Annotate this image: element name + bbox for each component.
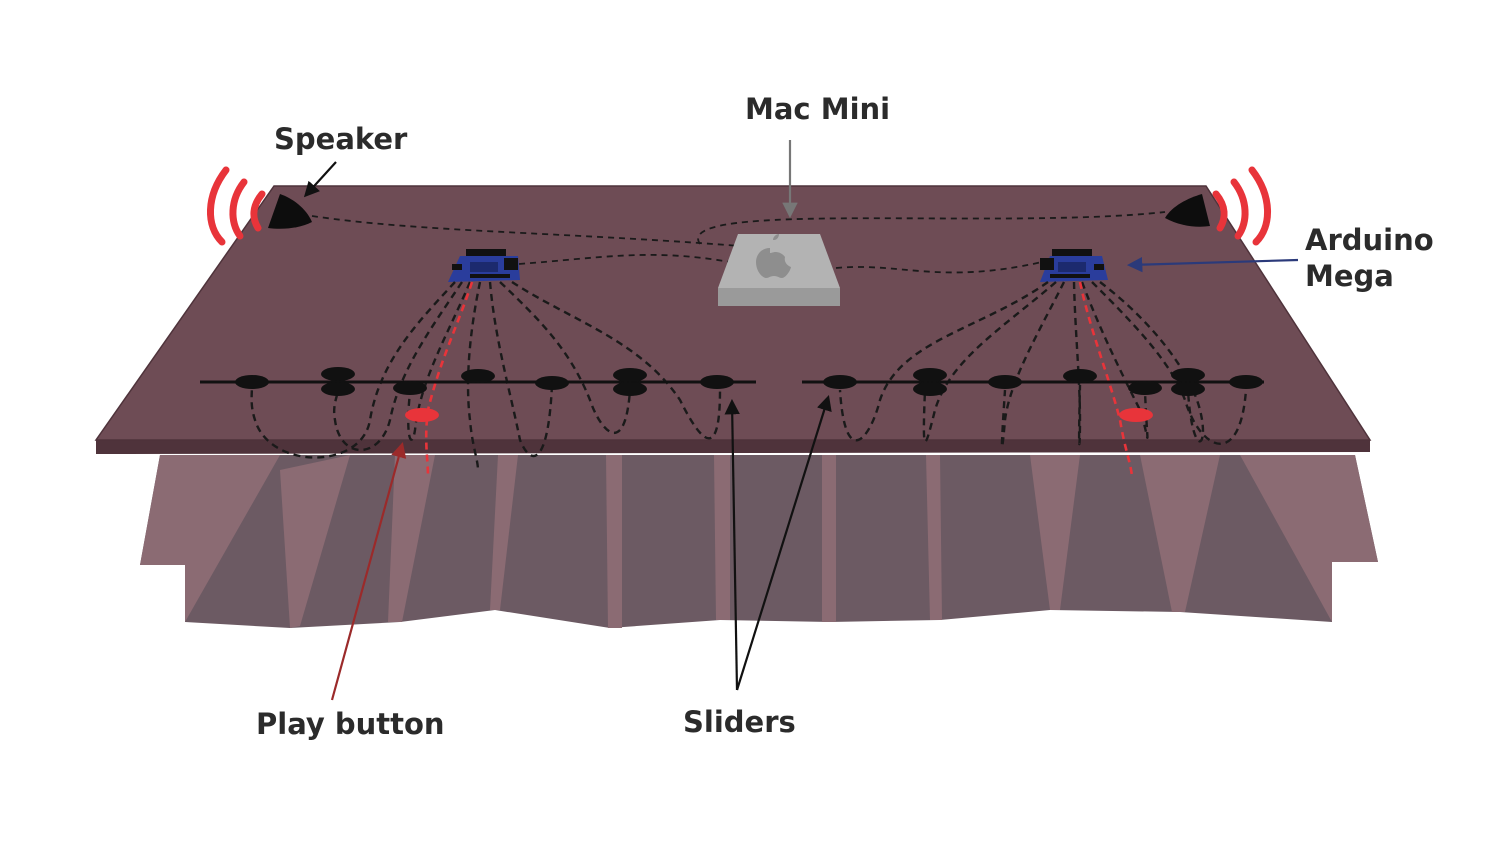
slider-knob-icon: [613, 382, 647, 396]
slider-knob-icon: [461, 369, 495, 383]
skirt-fold: [490, 455, 518, 610]
skirt-fold: [1240, 455, 1378, 622]
arrow-arduino: [1126, 256, 1299, 273]
slider-knob-icon: [1063, 369, 1097, 383]
slider-knob-icon: [913, 368, 947, 382]
skirt-fold: [280, 455, 350, 628]
play-button-icon: [405, 408, 439, 422]
skirt-fold: [606, 455, 622, 628]
skirt-fold: [388, 455, 435, 622]
speaker-icon: [268, 194, 312, 229]
table-surface: [94, 185, 1372, 441]
slider-wiring-right: [838, 281, 1248, 477]
mac-mini-label: Mac Mini: [745, 92, 891, 126]
sliders-label: Sliders: [683, 705, 796, 739]
skirt-fold: [926, 455, 942, 620]
table-skirt: [140, 455, 1378, 628]
skirt-fold: [714, 455, 730, 620]
apple-logo-icon: [756, 234, 791, 278]
mac-mini-icon: [718, 234, 840, 306]
slider-knob-icon: [235, 375, 269, 389]
arrow-speaker: [303, 161, 337, 198]
arduino-board-icon: [1040, 249, 1108, 282]
sound-wave-icon: [1212, 166, 1271, 246]
arduino-right: [1040, 249, 1108, 282]
slider-knob-icon: [1128, 381, 1162, 395]
arduino-left: [448, 249, 520, 282]
slider-wiring-left: [250, 280, 722, 477]
slider-knob-icon: [913, 382, 947, 396]
speaker-label: Speaker: [274, 122, 408, 156]
slider-knob-icon: [613, 368, 647, 382]
arrow-sliders-right: [735, 395, 832, 691]
sliders-right: [823, 368, 1263, 396]
play-button-icon: [1119, 408, 1153, 422]
slider-knob-icon: [1229, 375, 1263, 389]
skirt-fold: [140, 455, 280, 622]
arrow-play-button: [330, 442, 407, 701]
slider-knob-icon: [393, 381, 427, 395]
slider-knob-icon: [823, 375, 857, 389]
skirt-fold: [822, 455, 836, 622]
slider-knob-icon: [535, 376, 569, 390]
speaker-left: [207, 166, 312, 246]
arduino-board-icon: [448, 249, 520, 282]
callout-arrows: [303, 140, 1299, 701]
skirt-fold: [1140, 455, 1220, 612]
sound-wave-icon: [207, 166, 266, 246]
slider-knob-icon: [1171, 382, 1205, 396]
sliders-left: [235, 367, 734, 396]
arduino-label: Arduino Mega: [1305, 222, 1434, 295]
slider-knob-icon: [321, 367, 355, 381]
play-button-label: Play button: [256, 707, 445, 741]
arduino-label-line2: Mega: [1305, 259, 1394, 294]
arrow-sliders-left: [724, 398, 740, 691]
slider-knob-icon: [321, 382, 355, 396]
arduino-label-line1: Arduino: [1305, 223, 1434, 257]
speaker-icon: [1165, 194, 1210, 227]
slider-knob-icon: [1171, 368, 1205, 382]
speaker-right: [1165, 166, 1271, 246]
skirt-fold: [1030, 455, 1080, 610]
slider-knob-icon: [988, 375, 1022, 389]
top-wiring: [311, 211, 1166, 274]
slider-knob-icon: [700, 375, 734, 389]
